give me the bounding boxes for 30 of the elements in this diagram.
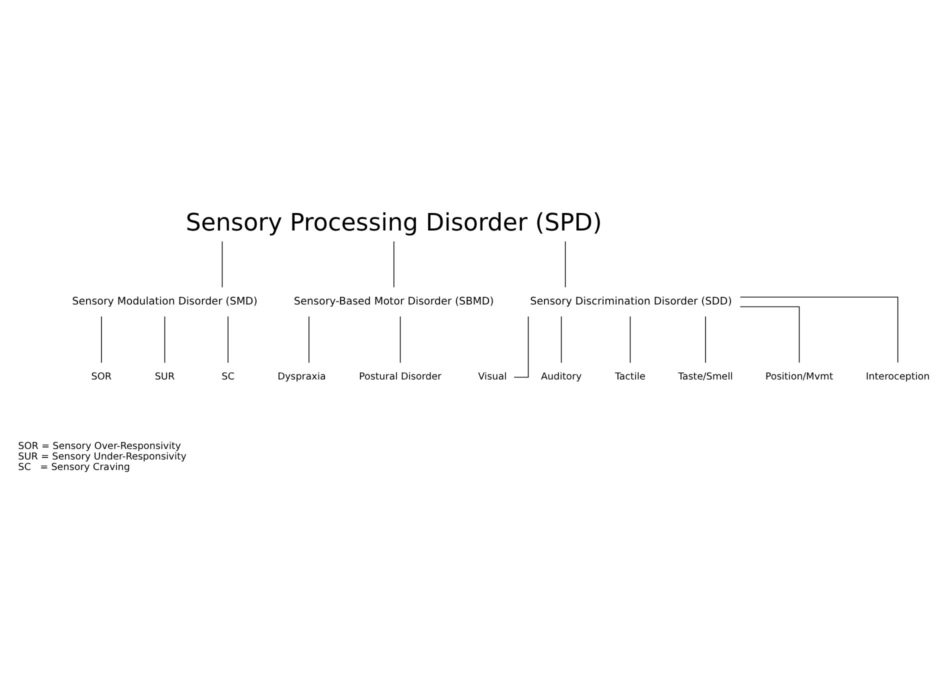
- node-text: SC: [222, 371, 234, 382]
- node-text: Taste/Smell: [678, 371, 733, 382]
- node-text: Sensory Processing Disorder (SPD): [186, 208, 602, 236]
- node-text: Sensory Modulation Disorder (SMD): [72, 295, 258, 308]
- label: SC = Sensory Craving: [18, 461, 130, 472]
- node-text: SUR: [154, 371, 175, 382]
- node-text: Sensory Discrimination Disorder (SDD): [530, 295, 732, 308]
- node-text: Auditory: [540, 371, 582, 382]
- connector: [740, 296, 898, 362]
- node-text: Dyspraxia: [278, 371, 326, 382]
- connector: [400, 316, 401, 363]
- node-text: Visual: [478, 371, 507, 382]
- connector: [393, 240, 394, 288]
- connector: [560, 316, 562, 363]
- node-text: Position/Mvmt: [765, 371, 834, 382]
- label: SOR = Sensory Over-Responsivity: [18, 440, 182, 452]
- connector: [101, 316, 102, 363]
- connector: [705, 316, 706, 363]
- connector: [564, 240, 566, 288]
- node-text: Postural Disorder: [359, 371, 442, 382]
- connector: [164, 316, 166, 363]
- node-text: Sensory-Based Motor Disorder (SBMD): [294, 295, 494, 308]
- connector: [222, 240, 223, 288]
- connector: [308, 316, 310, 363]
- node-text: SOR: [91, 371, 112, 382]
- connector: [740, 306, 800, 363]
- node-text: Interoception: [866, 371, 930, 382]
- label: SUR = Sensory Under-Responsivity: [18, 450, 186, 462]
- node-text: Tactile: [614, 371, 646, 382]
- connector: [630, 316, 631, 363]
